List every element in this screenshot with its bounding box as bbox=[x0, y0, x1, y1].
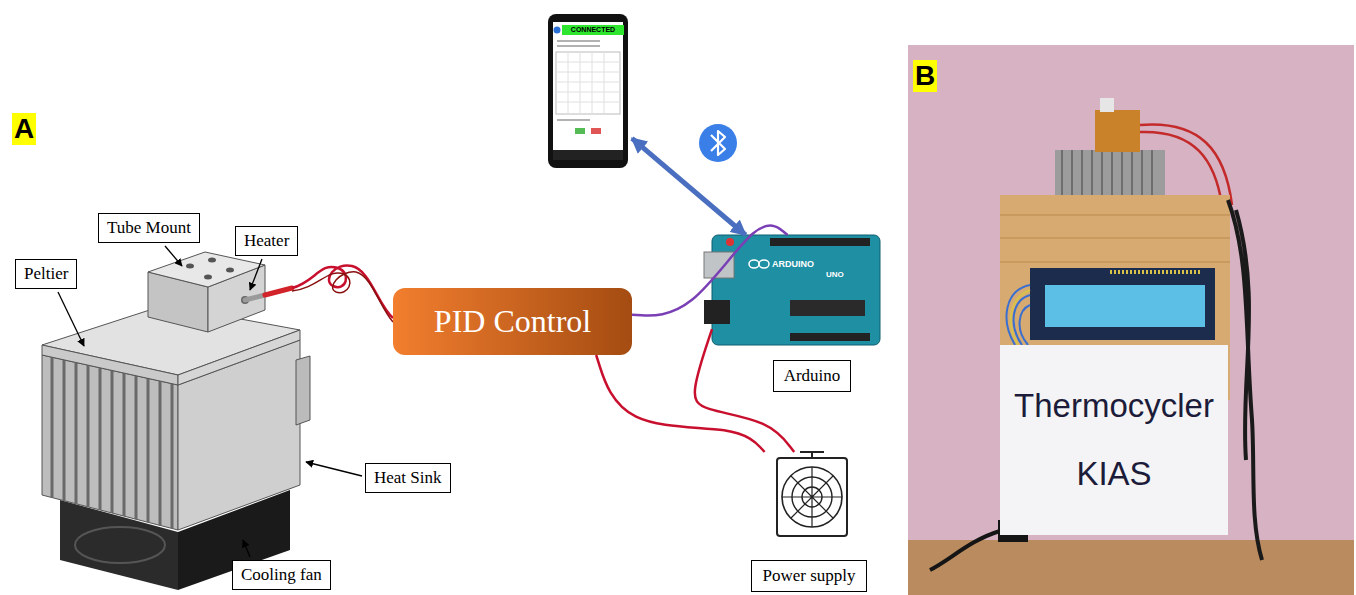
part-label: Tube Mount bbox=[98, 213, 200, 243]
bluetooth-icon bbox=[699, 124, 737, 162]
part-label: Heater bbox=[235, 226, 298, 256]
power-supply-icon bbox=[777, 452, 847, 536]
device-photo bbox=[908, 45, 1354, 595]
arduino-board bbox=[770, 238, 870, 246]
device-photo bbox=[930, 531, 1000, 570]
arduino-unit: Arduino bbox=[712, 235, 880, 392]
panel-letter: A bbox=[12, 113, 36, 145]
heat-sink-drawing bbox=[178, 330, 300, 385]
phone-icon bbox=[553, 22, 623, 160]
power-unit: Power supply bbox=[735, 452, 883, 592]
device-photo bbox=[1110, 270, 1200, 274]
tube-mount-drawing bbox=[204, 275, 212, 280]
arduino-board bbox=[749, 260, 759, 268]
node-text: Thermocycler KIAS bbox=[1006, 372, 1222, 508]
tube-mount-drawing bbox=[226, 268, 234, 273]
phone-icon bbox=[591, 128, 601, 134]
phone-icon bbox=[554, 27, 561, 34]
arduino-board bbox=[759, 260, 769, 268]
device-photo bbox=[1228, 200, 1262, 560]
part-label: Heat Sink bbox=[365, 463, 451, 493]
board-logo: UNO bbox=[826, 270, 844, 279]
bluetooth-icon bbox=[711, 131, 725, 155]
phone-icon bbox=[548, 14, 628, 168]
device-photo bbox=[1000, 215, 1230, 262]
device-photo bbox=[908, 540, 1354, 595]
panel-letter: A bbox=[12, 113, 36, 145]
node-text: Arduino bbox=[773, 360, 852, 392]
leader-line bbox=[250, 259, 262, 290]
heat-sink-drawing bbox=[42, 305, 310, 590]
device-photo bbox=[1095, 110, 1140, 152]
node-text: Peltier bbox=[24, 263, 68, 285]
leader-line bbox=[58, 246, 362, 557]
panel-letter: B bbox=[913, 60, 937, 92]
heater-rod bbox=[245, 295, 265, 300]
phone-icon bbox=[557, 41, 600, 46]
phone-icon bbox=[557, 119, 590, 121]
device-photo bbox=[1055, 150, 1165, 200]
node-text: Heat Sink bbox=[374, 467, 442, 489]
leader-line bbox=[165, 246, 182, 266]
phone-icon bbox=[548, 14, 628, 168]
board-logo: UNO bbox=[826, 270, 844, 279]
controller-box: PID Control bbox=[393, 288, 632, 355]
device-photo bbox=[1011, 290, 1030, 345]
node-text: Heater bbox=[244, 230, 289, 252]
heater-rod bbox=[265, 288, 292, 295]
device-photo bbox=[908, 45, 1354, 595]
phone-icon bbox=[556, 52, 620, 114]
arduino-board bbox=[726, 238, 734, 246]
leader-line bbox=[58, 292, 84, 346]
arduino-board bbox=[704, 300, 730, 324]
arduino-board bbox=[704, 235, 880, 345]
device-photo bbox=[1045, 285, 1205, 327]
tube-mount-drawing bbox=[208, 258, 216, 263]
device-photo bbox=[1030, 268, 1215, 340]
panel-letter: B bbox=[913, 60, 937, 92]
part-label: Cooling fan bbox=[232, 560, 331, 590]
board-logo: ARDUINO bbox=[772, 259, 814, 269]
heat-sink-drawing bbox=[75, 527, 165, 563]
node-text: Cooling fan bbox=[241, 564, 322, 586]
arduino-board bbox=[790, 300, 865, 316]
power-supply-icon bbox=[782, 467, 842, 527]
leader-line bbox=[243, 540, 250, 557]
phone-app: CONNECTED bbox=[546, 12, 632, 170]
node-text: Power supply bbox=[751, 560, 866, 592]
heat-sink-drawing bbox=[52, 357, 172, 528]
heat-sink-drawing bbox=[42, 345, 178, 385]
device-photo bbox=[1062, 150, 1152, 200]
power-wire bbox=[596, 355, 764, 452]
node-text: PID Control bbox=[434, 303, 591, 340]
sign-card: Thermocycler KIAS bbox=[1000, 345, 1228, 535]
signal-wire bbox=[632, 226, 788, 316]
bluetooth-icon bbox=[699, 124, 737, 162]
arduino-board bbox=[790, 333, 870, 341]
phone-icon bbox=[556, 52, 620, 114]
leader-line bbox=[306, 462, 362, 476]
power-supply-icon bbox=[777, 458, 847, 536]
bluetooth-link bbox=[632, 138, 746, 235]
heat-sink-drawing bbox=[296, 356, 310, 425]
heat-sink-drawing bbox=[42, 355, 178, 530]
tube-mount-drawing bbox=[148, 252, 265, 287]
tube-mount-drawing bbox=[186, 264, 194, 269]
phone-icon bbox=[553, 150, 623, 160]
board-logo: ARDUINO bbox=[772, 259, 814, 269]
heater-rod bbox=[245, 265, 393, 322]
tube-mount-drawing bbox=[148, 252, 265, 332]
heater-rod bbox=[292, 272, 393, 322]
arduino-board bbox=[704, 252, 734, 278]
part-label: Peltier bbox=[15, 259, 77, 289]
device-photo bbox=[1100, 98, 1114, 112]
node-text: Tube Mount bbox=[107, 217, 191, 239]
power-supply-icon bbox=[782, 467, 842, 527]
device-photo bbox=[1007, 285, 1030, 345]
node-text: CONNECTED bbox=[562, 25, 624, 35]
phone-icon bbox=[575, 128, 585, 134]
